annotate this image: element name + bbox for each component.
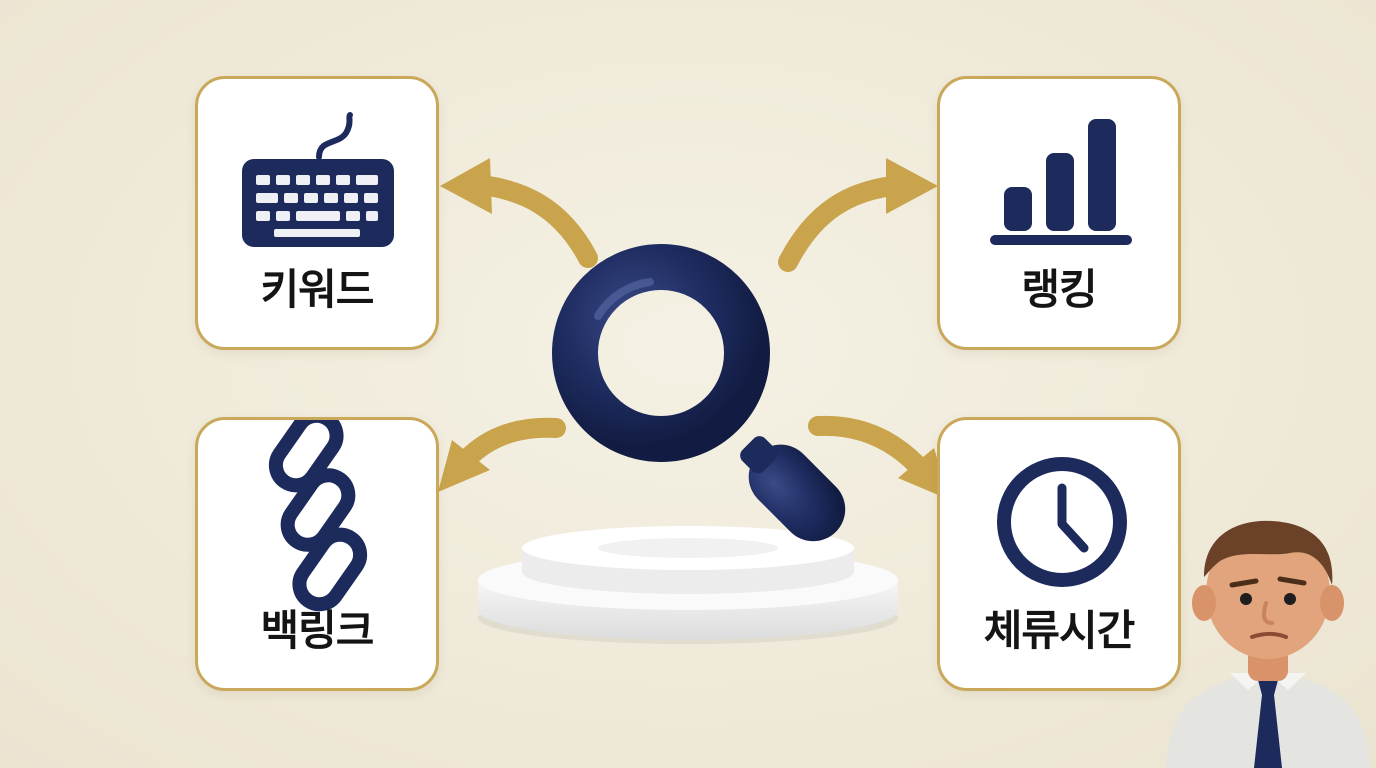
bar-chart-icon <box>990 119 1132 245</box>
arrow-to-keyword <box>440 158 598 268</box>
card-dwell-time: 체류시간 <box>937 417 1181 691</box>
card-label-backlink: 백링크 <box>260 606 375 655</box>
card-label-dwell-time: 체류시간 <box>983 606 1136 655</box>
clock-icon <box>997 457 1127 587</box>
person-illustration <box>1166 520 1370 768</box>
chain-link-icon <box>268 420 368 612</box>
arrow-to-ranking <box>778 158 938 272</box>
card-label-ranking: 랭킹 <box>1021 265 1097 314</box>
podium <box>478 526 898 644</box>
arrow-to-backlink <box>438 417 566 492</box>
card-keyword: 키워드 <box>195 76 439 350</box>
keyboard-icon <box>242 112 394 247</box>
card-label-keyword: 키워드 <box>260 265 375 314</box>
magnifying-glass-icon <box>552 244 846 542</box>
card-backlink: 백링크 <box>195 417 439 691</box>
card-ranking: 랭킹 <box>937 76 1181 350</box>
